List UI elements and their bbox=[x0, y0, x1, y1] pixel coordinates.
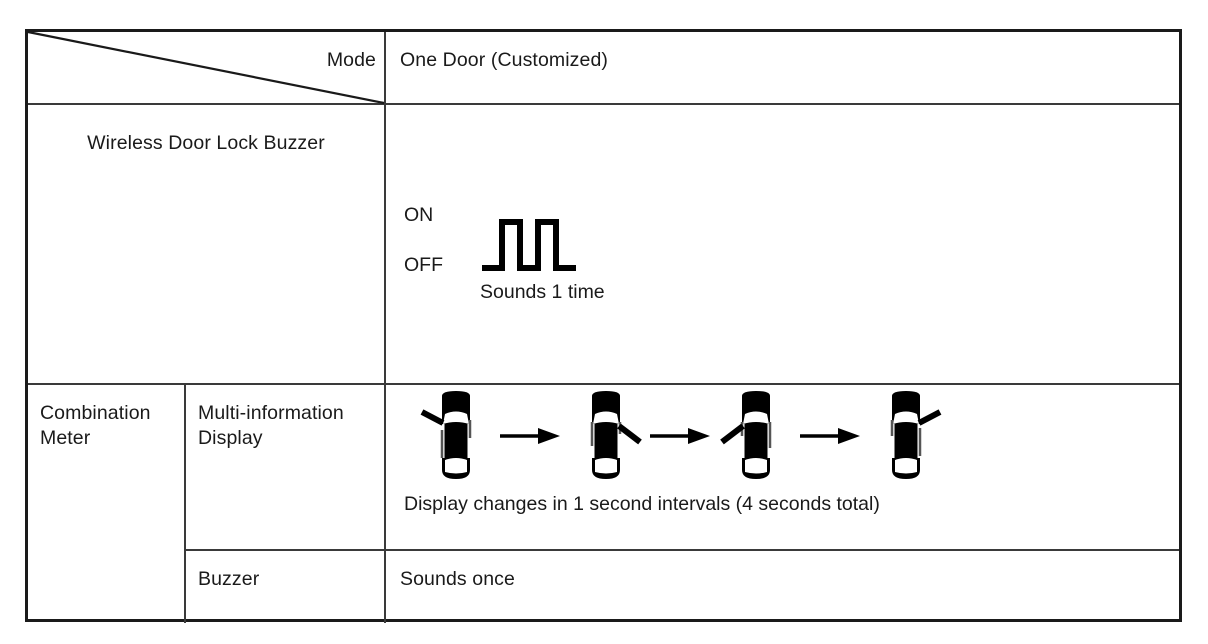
sequence-arrow-1 bbox=[492, 390, 570, 482]
header-corner-label: Mode bbox=[326, 49, 376, 71]
row-sublabel-multi-information-display: Multi-information Display bbox=[186, 383, 384, 549]
car-top-view-icon bbox=[720, 391, 772, 479]
car-step-2 bbox=[570, 390, 642, 482]
waveform-on-label: ON bbox=[404, 204, 434, 226]
header-mode-value: One Door (Customized) bbox=[400, 49, 609, 71]
sequence-arrow-2 bbox=[642, 390, 720, 482]
car-step-3 bbox=[720, 390, 792, 482]
row-label-text: Wireless Door Lock Buzzer bbox=[87, 132, 325, 154]
header-mode-cell: One Door (Customized) bbox=[384, 32, 1179, 103]
display-sequence bbox=[420, 390, 942, 482]
row-divider-buzzer-meter bbox=[28, 383, 1179, 385]
car-step-4 bbox=[870, 390, 942, 482]
row-sublabel-buzzer: Buzzer bbox=[186, 549, 384, 623]
car-top-view-icon bbox=[420, 391, 472, 479]
row-label-wireless-door-lock-buzzer: Wireless Door Lock Buzzer bbox=[28, 103, 384, 383]
display-sequence-caption: Display changes in 1 second intervals (4… bbox=[404, 493, 880, 515]
row-sublabel-text: Buzzer bbox=[198, 568, 260, 590]
car-top-view-icon bbox=[590, 391, 642, 479]
column-divider-content bbox=[384, 32, 386, 623]
spec-table: Mode One Door (Customized) Wireless Door… bbox=[25, 29, 1182, 623]
row-divider-header bbox=[28, 103, 1179, 105]
waveform-caption: Sounds 1 time bbox=[480, 281, 605, 303]
row-sublabel-text: Multi-information Display bbox=[198, 402, 344, 449]
arrow-right-icon bbox=[500, 428, 560, 444]
car-top-view-icon bbox=[890, 391, 942, 479]
buzzer-waveform-icon bbox=[482, 219, 576, 271]
row-content-text: Sounds once bbox=[400, 568, 515, 590]
car-step-1 bbox=[420, 390, 492, 482]
row-content-buzzer: Sounds once bbox=[384, 549, 1179, 623]
sequence-arrow-3 bbox=[792, 390, 870, 482]
arrow-right-icon bbox=[650, 428, 710, 444]
arrow-right-icon bbox=[800, 428, 860, 444]
row-divider-display-buzzer bbox=[186, 549, 1179, 551]
row-label-combination-meter: Combination Meter bbox=[28, 383, 184, 623]
waveform-off-label: OFF bbox=[404, 254, 443, 276]
column-divider-label bbox=[184, 383, 186, 623]
header-corner-cell: Mode bbox=[27, 30, 385, 105]
corner-diagonal-line bbox=[27, 30, 385, 105]
row-label-text: Combination Meter bbox=[40, 402, 151, 449]
